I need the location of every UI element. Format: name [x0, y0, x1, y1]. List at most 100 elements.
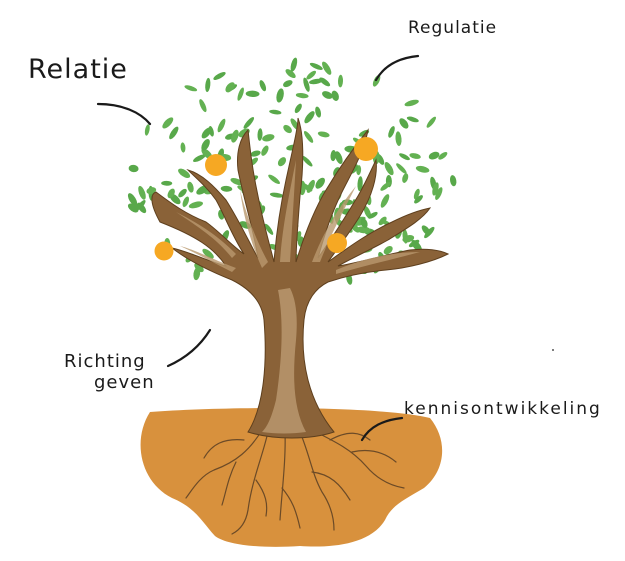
- label-regulatie: Regulatie: [408, 18, 498, 38]
- leaf: [243, 117, 255, 129]
- leaf: [413, 188, 420, 200]
- leaf: [304, 111, 315, 124]
- leaf: [368, 211, 378, 219]
- leaf: [380, 182, 391, 191]
- leaf: [384, 162, 394, 176]
- pointer-relatie: [96, 102, 152, 126]
- label-kennisontwikkeling: kennisontwikkeling: [404, 399, 602, 419]
- leaf: [402, 234, 415, 243]
- leaf: [220, 185, 233, 192]
- leaf: [245, 90, 260, 98]
- leaf: [399, 118, 409, 129]
- leaf: [428, 151, 440, 160]
- leaf: [303, 77, 310, 92]
- leaf: [187, 181, 194, 193]
- leaf: [285, 69, 296, 79]
- leaf: [269, 192, 284, 198]
- leaf: [213, 72, 226, 80]
- leaf: [396, 163, 407, 174]
- leaf: [184, 85, 198, 92]
- leaf: [424, 226, 435, 239]
- fruit: [354, 137, 378, 161]
- soil-mound: [140, 408, 443, 547]
- leaf: [237, 87, 244, 101]
- leaf: [360, 218, 368, 228]
- leaf: [438, 151, 448, 160]
- leaf: [357, 176, 363, 192]
- leaf: [162, 117, 174, 129]
- leaf: [388, 126, 395, 138]
- leaf: [402, 173, 409, 183]
- leaf: [276, 88, 284, 103]
- leaf: [230, 178, 244, 186]
- leaf: [301, 155, 313, 167]
- leaf: [383, 246, 393, 255]
- fruits: [154, 137, 378, 261]
- pointer-richting-geven: [166, 328, 212, 368]
- leaf: [300, 182, 313, 192]
- leaf: [295, 92, 309, 99]
- leaf: [294, 103, 302, 114]
- leaf: [356, 226, 371, 234]
- leaf: [262, 134, 275, 142]
- leaf: [406, 116, 419, 123]
- leaf: [231, 129, 239, 143]
- label-geven: geven: [94, 372, 155, 393]
- leaf: [264, 223, 274, 235]
- leaf: [404, 99, 419, 107]
- leaf: [290, 57, 298, 72]
- stray-dot: [552, 349, 554, 351]
- pointer-kennisontwikkeling: [360, 416, 404, 442]
- leaf: [269, 109, 282, 115]
- leaf: [161, 180, 173, 186]
- leaf: [202, 248, 214, 259]
- leaf: [399, 153, 410, 161]
- leaf: [182, 196, 190, 208]
- fruit: [205, 154, 227, 176]
- leaf: [303, 130, 314, 143]
- leaf: [309, 78, 323, 85]
- leaf: [217, 118, 226, 133]
- leaf: [257, 128, 263, 141]
- leaf: [199, 99, 207, 113]
- leaf: [169, 126, 179, 140]
- leaf: [277, 157, 287, 167]
- leaf: [322, 61, 332, 75]
- leaf: [435, 187, 443, 200]
- leaf: [449, 175, 457, 187]
- leaf: [128, 164, 139, 173]
- leaf: [322, 91, 333, 99]
- leaf: [201, 139, 210, 151]
- label-richting: Richting: [64, 351, 146, 372]
- leaf: [208, 126, 214, 137]
- leaf: [144, 124, 150, 136]
- leaf: [261, 145, 269, 156]
- leaf: [178, 168, 191, 179]
- leaf: [250, 150, 261, 157]
- leaf: [283, 80, 293, 88]
- leaf: [178, 188, 187, 198]
- leaf: [306, 70, 316, 80]
- leaf: [315, 106, 322, 118]
- leaf: [188, 201, 203, 209]
- fruit: [327, 233, 347, 253]
- leaf: [138, 185, 146, 200]
- leaf: [337, 74, 344, 88]
- leaf: [127, 193, 138, 207]
- leaf: [317, 131, 330, 138]
- leaf: [205, 77, 211, 93]
- fruit: [154, 241, 174, 261]
- pointer-regulatie: [374, 54, 420, 82]
- pointer-lines: [96, 54, 420, 442]
- leaf: [395, 131, 402, 146]
- label-relatie: Relatie: [28, 54, 128, 85]
- leaf: [330, 150, 337, 162]
- leaf: [146, 187, 157, 195]
- leaf: [415, 165, 430, 173]
- leaf: [334, 151, 343, 164]
- leaf: [167, 188, 175, 199]
- leaf: [426, 116, 436, 128]
- leaf: [130, 203, 142, 210]
